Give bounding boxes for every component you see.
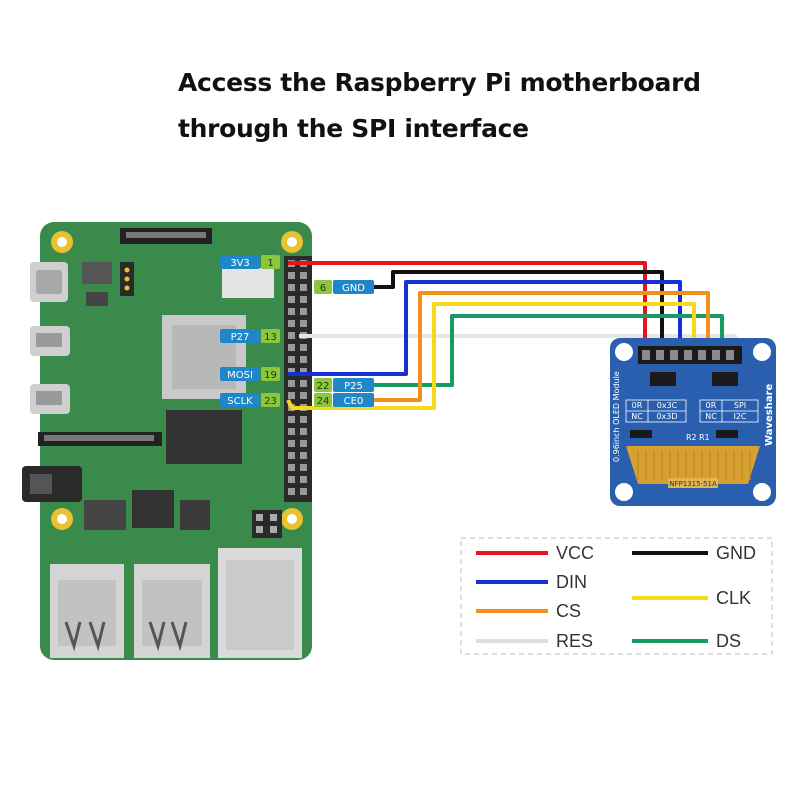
gpio-pin — [288, 320, 295, 327]
ram-chip — [166, 410, 242, 464]
gpio-pin — [288, 440, 295, 447]
gpio-pin — [288, 344, 295, 351]
gpio-pin — [288, 308, 295, 315]
gpio-pin — [300, 296, 307, 303]
pin-labels: 3V3 1 6 GND P27 13 MOSI 19 22 P25 SCLK 2… — [220, 255, 374, 407]
wire-cs — [374, 291, 710, 402]
cell-nc-b: NC — [705, 412, 717, 421]
label-p27: P27 — [231, 332, 250, 343]
wire-clk — [286, 302, 696, 410]
title-line-2: through the SPI interface — [178, 114, 529, 143]
oled-module: 0R 0x3C NC 0x3D 0R SPI NC I2C R2 R1 0.96… — [610, 338, 776, 506]
gpio-pin — [300, 416, 307, 423]
gpio-pin — [288, 356, 295, 363]
part-number: NFP1315-51A — [669, 480, 717, 488]
legend-items: VCC DIN CS RES GND CLK DS — [476, 543, 756, 651]
mounting-holes — [51, 231, 303, 530]
gpio-pin — [300, 452, 307, 459]
gpio-pin — [300, 476, 307, 483]
pin-num-24: 24 — [317, 396, 330, 407]
label-gnd: GND — [342, 283, 365, 294]
label-3v3: 3V3 — [230, 258, 250, 269]
gpio-pin — [300, 464, 307, 471]
cell-nc-a: NC — [631, 412, 643, 421]
legend: VCC DIN CS RES GND CLK DS — [460, 537, 773, 655]
title-line-1: Access the Raspberry Pi motherboard — [178, 68, 701, 97]
cell-0r-b: 0R — [706, 401, 717, 410]
pin-num-23: 23 — [264, 396, 277, 407]
raspberry-pi-board — [22, 222, 312, 660]
legend-label-din: DIN — [556, 572, 587, 592]
label-ce0: CE0 — [344, 396, 364, 407]
gpio-pin — [288, 392, 295, 399]
gpio-pin — [288, 368, 295, 375]
wire-ds — [374, 314, 724, 387]
gpio-pin — [300, 272, 307, 279]
gpio-pin — [300, 440, 307, 447]
pin-num-22: 22 — [317, 381, 330, 392]
gpio-pin — [288, 488, 295, 495]
gpio-pin — [288, 416, 295, 423]
legend-label-cs: CS — [556, 601, 581, 621]
legend-label-gnd: GND — [716, 543, 756, 563]
cell-0x3d: 0x3D — [656, 412, 677, 421]
small-chip — [82, 262, 112, 284]
gpio-pin — [288, 296, 295, 303]
pin-num-1: 1 — [267, 258, 273, 269]
brand-label: Waveshare — [764, 384, 775, 446]
cell-0x3c: 0x3C — [657, 401, 678, 410]
gpio-pin — [300, 284, 307, 291]
wire-vcc — [288, 261, 647, 352]
label-mosi: MOSI — [227, 370, 253, 381]
pin-num-13: 13 — [264, 332, 277, 343]
gpio-pin — [300, 344, 307, 351]
gpio-pin — [300, 428, 307, 435]
gpio-pin — [288, 476, 295, 483]
cell-0r-a: 0R — [632, 401, 643, 410]
label-r1: R1 — [699, 433, 710, 442]
label-r2: R2 — [686, 433, 697, 442]
gpio-pin — [300, 488, 307, 495]
wires — [286, 261, 737, 410]
label-p25: P25 — [344, 381, 363, 392]
label-sclk: SCLK — [227, 396, 253, 407]
legend-label-ds: DS — [716, 631, 741, 651]
gpio-pin — [300, 356, 307, 363]
legend-label-res: RES — [556, 631, 593, 651]
legend-label-vcc: VCC — [556, 543, 594, 563]
legend-label-clk: CLK — [716, 588, 751, 608]
gpio-pin — [300, 368, 307, 375]
cell-i2c: I2C — [733, 412, 746, 421]
usb-controller — [132, 490, 174, 528]
flex-cable — [626, 446, 760, 488]
pin-num-6: 6 — [320, 283, 326, 294]
gpio-pin — [288, 464, 295, 471]
interface-config-table — [699, 399, 759, 423]
gpio-pin — [300, 320, 307, 327]
gpio-pin — [288, 332, 295, 339]
module-name: 0.96inch OLED Module — [612, 371, 621, 462]
gpio-pin — [288, 428, 295, 435]
oled-header — [638, 346, 742, 364]
gpio-pin — [288, 452, 295, 459]
address-config-table — [625, 399, 687, 423]
gpio-pin — [300, 380, 307, 387]
gpio-pin — [300, 392, 307, 399]
gpio-pin — [288, 380, 295, 387]
gpio-pin — [300, 308, 307, 315]
legend-frame — [460, 537, 773, 655]
gpio-pin — [288, 272, 295, 279]
pin-num-19: 19 — [264, 370, 277, 381]
gpio-pins — [288, 260, 307, 495]
gpio-pin — [288, 284, 295, 291]
cell-spi: SPI — [734, 401, 746, 410]
wire-gnd — [374, 270, 664, 352]
